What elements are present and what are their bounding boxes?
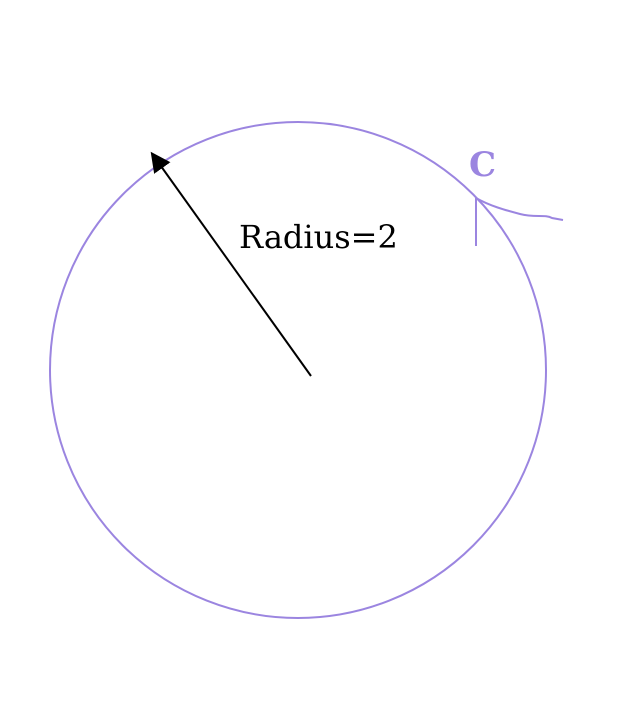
label-pointer-curve <box>475 197 564 221</box>
radius-label: Radius=2 <box>239 218 398 256</box>
radius-arrow <box>150 151 312 377</box>
circle-c <box>49 121 547 619</box>
curve-label-c: C <box>469 145 496 185</box>
